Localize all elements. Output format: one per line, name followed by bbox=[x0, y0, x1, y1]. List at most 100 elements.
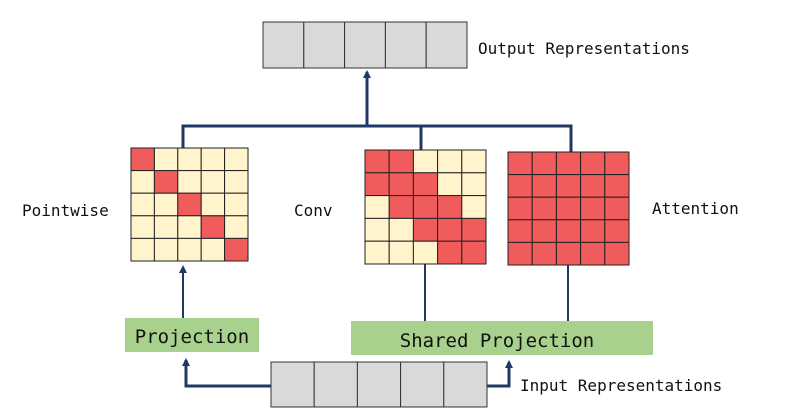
input-vector-cell bbox=[270, 361, 315, 408]
attention-cell bbox=[507, 151, 533, 176]
attention-cell bbox=[580, 241, 606, 266]
pointwise-cell bbox=[153, 192, 179, 217]
conv-cell bbox=[364, 172, 390, 197]
pointwise-cell bbox=[224, 237, 249, 262]
attention-cell bbox=[580, 196, 606, 221]
pointwise-cell bbox=[200, 215, 226, 239]
pointwise-cell bbox=[177, 237, 202, 262]
conv-cell bbox=[412, 195, 439, 219]
attention-cell bbox=[507, 219, 533, 243]
pointwise-cell bbox=[130, 192, 155, 217]
attention-cell bbox=[580, 219, 606, 243]
attention-cell bbox=[507, 174, 533, 198]
pointwise-cell bbox=[224, 147, 249, 172]
input-to-shared-projection-arrow bbox=[487, 360, 513, 388]
pointwise-cell bbox=[200, 237, 226, 262]
conv-cell bbox=[364, 240, 390, 265]
attention-cell bbox=[531, 151, 557, 176]
attention-matrix bbox=[507, 151, 630, 266]
projection-box bbox=[125, 318, 259, 352]
conv-cell bbox=[388, 172, 414, 197]
conv-cell bbox=[461, 149, 487, 174]
conv-cell bbox=[437, 217, 463, 242]
pointwise-cell bbox=[224, 170, 249, 194]
conv-cell bbox=[437, 172, 463, 197]
pointwise-cell bbox=[200, 170, 226, 194]
output-representations-label: Output Representations bbox=[478, 39, 690, 58]
conv-matrix bbox=[364, 149, 487, 265]
output-vector-cell bbox=[344, 21, 386, 69]
conv-cell bbox=[412, 240, 439, 265]
output-vector-cell bbox=[303, 21, 346, 69]
conv-cell bbox=[437, 240, 463, 265]
input-vector-cell bbox=[356, 361, 402, 408]
shared-projection-box bbox=[351, 321, 653, 355]
pointwise-cell bbox=[130, 237, 155, 262]
conv-label: Conv bbox=[294, 201, 333, 220]
conv-cell bbox=[461, 195, 487, 219]
attention-cell bbox=[531, 196, 557, 221]
output-vector-cell bbox=[425, 21, 468, 69]
input-vector-cell bbox=[313, 361, 358, 408]
input-vector-cell bbox=[443, 361, 488, 408]
attention-cell bbox=[531, 174, 557, 198]
pointwise-cell bbox=[130, 147, 155, 172]
conv-cell bbox=[412, 149, 439, 174]
attention-cell bbox=[580, 151, 606, 176]
pointwise-cell bbox=[130, 215, 155, 239]
pointwise-cell bbox=[153, 147, 179, 172]
conv-cell bbox=[364, 195, 390, 219]
conv-cell bbox=[461, 172, 487, 197]
attention-cell bbox=[555, 196, 582, 221]
attention-cell bbox=[507, 241, 533, 266]
pointwise-cell bbox=[177, 215, 202, 239]
pointwise-cell bbox=[177, 170, 202, 194]
pointwise-cell bbox=[200, 147, 226, 172]
attention-cell bbox=[531, 219, 557, 243]
pointwise-cell bbox=[177, 192, 202, 217]
connector-lines bbox=[179, 70, 573, 388]
pointwise-cell bbox=[177, 147, 202, 172]
pointwise-cell bbox=[153, 170, 179, 194]
shared-projection-label: Shared Projection bbox=[400, 330, 594, 352]
conv-cell bbox=[364, 149, 390, 174]
pointwise-cell bbox=[224, 192, 249, 217]
attention-cell bbox=[531, 241, 557, 266]
conv-cell bbox=[461, 217, 487, 242]
attention-cell bbox=[555, 174, 582, 198]
output-vector-cell bbox=[262, 21, 305, 69]
attention-cell bbox=[580, 174, 606, 198]
pointwise-cell bbox=[224, 215, 249, 239]
output-vector-cell bbox=[384, 21, 427, 69]
attention-cell bbox=[555, 151, 582, 176]
attention-cell bbox=[604, 219, 630, 243]
conv-cell bbox=[364, 217, 390, 242]
attention-cell bbox=[604, 151, 630, 176]
input-vector-cell bbox=[400, 361, 445, 408]
conv-cell bbox=[412, 217, 439, 242]
conv-cell bbox=[437, 195, 463, 219]
conv-cell bbox=[437, 149, 463, 174]
conv-cell bbox=[388, 149, 414, 174]
attention-cell bbox=[604, 196, 630, 221]
attention-label: Attention bbox=[652, 199, 739, 218]
input-representation-vector bbox=[270, 361, 488, 408]
conv-cell bbox=[412, 172, 439, 197]
pointwise-cell bbox=[200, 192, 226, 217]
attention-cell bbox=[604, 174, 630, 198]
pointwise-label: Pointwise bbox=[22, 201, 109, 220]
conv-cell bbox=[388, 195, 414, 219]
pointwise-to-bus-line bbox=[181, 124, 573, 152]
attention-cell bbox=[604, 241, 630, 266]
pointwise-cell bbox=[153, 215, 179, 239]
conv-cell bbox=[388, 240, 414, 265]
input-representations-label: Input Representations bbox=[520, 376, 722, 395]
attention-cell bbox=[555, 241, 582, 266]
output-representation-vector bbox=[262, 21, 468, 69]
pointwise-cell bbox=[153, 237, 179, 262]
attention-cell bbox=[555, 219, 582, 243]
conv-cell bbox=[388, 217, 414, 242]
pointwise-matrix bbox=[130, 147, 249, 262]
